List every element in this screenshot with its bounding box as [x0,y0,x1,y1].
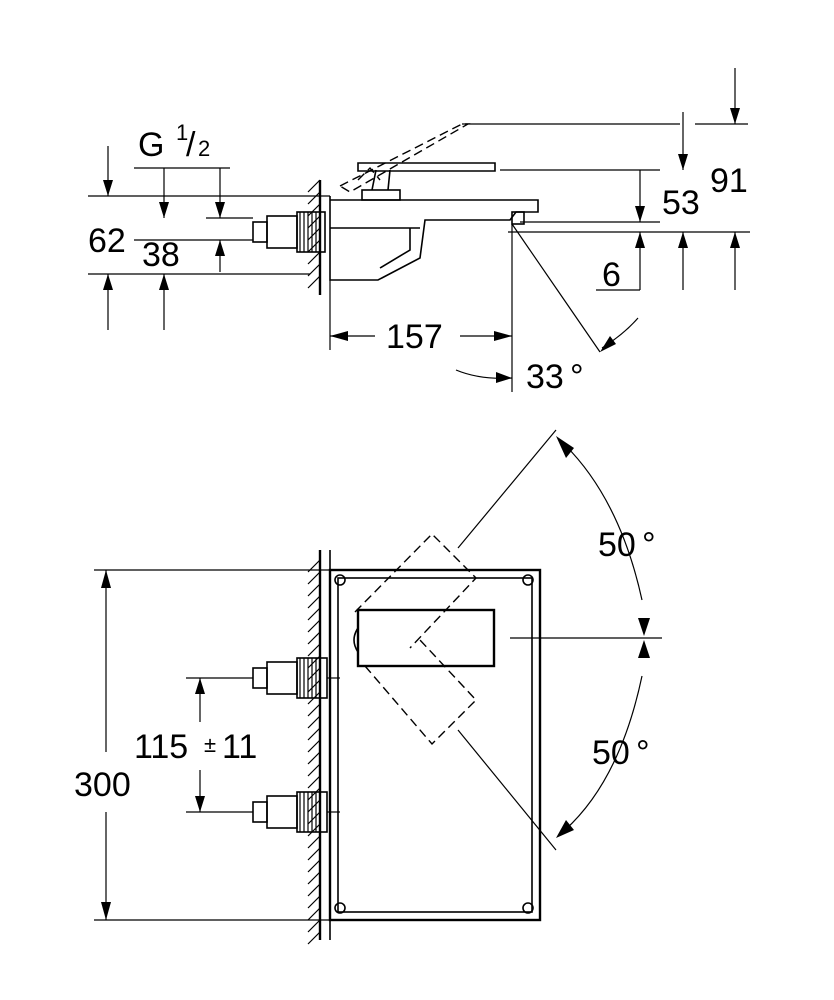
hatch-line [307,811,321,825]
thread-label-num: 1 [176,120,188,145]
rotation-arc-lower [556,640,650,838]
dim-91-arrows [730,68,740,290]
dim-62-arrows [103,146,113,330]
dim-157-arrows [329,224,513,392]
hatch-line [307,859,321,873]
hatch-line [307,847,321,861]
dim-53-arrows [678,112,688,290]
thread-label-prefix: G [138,126,164,164]
hatch-line [307,703,321,717]
dim-38-label: 38 [142,236,180,274]
hatch-line [307,919,321,933]
hatch-line [307,667,321,681]
dim-53-label: 53 [662,184,700,222]
dim-50-upper-label: 50 [598,526,636,564]
hatch-line [307,787,321,801]
hatch-line [307,907,321,921]
dim-300-arrows [94,569,330,921]
dim-angle-33 [455,223,639,383]
inlet-connector-top [252,211,326,253]
hatch-line [307,799,321,813]
ray-lower [457,729,557,851]
dim-50-lower-unit: ° [636,734,650,772]
inlet-connector-lower [252,791,328,833]
hatch-line [307,751,321,765]
hatch-line [307,679,321,693]
dim-157-label: 157 [386,318,443,356]
mixer-body-side [329,162,539,281]
dim-38-arrows [159,168,169,330]
hatch-line [307,775,321,789]
dim-33-unit: ° [570,358,584,396]
side-view: G 1 / 2 62 38 157 33 ° 6 53 91 [88,68,750,396]
wall-hatch-front [307,559,321,945]
dim-115-tol-sign: ± [204,732,216,757]
lever-open-dashed [338,123,471,193]
hatch-line [307,631,321,645]
hatch-line [307,595,321,609]
hatch-line [307,763,321,777]
hatch-line [307,583,321,597]
dim-300-label: 300 [74,766,131,804]
inlet-connector-upper [252,657,328,699]
lever-rotation-dashed [354,533,477,746]
hatch-line [307,571,321,585]
dim-50-lower-label: 50 [592,734,630,772]
hatch-line [307,871,321,885]
hatch-line [307,727,321,741]
front-view: 300 115 ± 11 50 ° 50 ° [74,429,662,945]
dim-33-label: 33 [526,358,564,396]
hatch-line [307,823,321,837]
dim-50-upper-unit: ° [642,526,656,564]
hatch-line [307,931,321,945]
hatch-line [307,643,321,657]
hatch-line [307,835,321,849]
hatch-line [307,715,321,729]
thread-label-den: 2 [198,136,210,161]
dim-91-label: 91 [710,162,748,200]
rotation-arc-upper [556,436,650,636]
thread-label-slash: / [186,126,196,164]
ray-upper [457,429,557,549]
dim-thread-arrows [215,168,225,272]
hatch-line [307,883,321,897]
dim-115-label: 115 [134,728,188,766]
dim-6-arrows [596,170,645,291]
hatch-line [307,607,321,621]
dim-115-tolerance: 11 [222,728,257,766]
mixer-plate-front [328,568,542,922]
dim-115-arrows [186,677,253,813]
dim-62-label: 62 [88,222,126,260]
hatch-line [307,619,321,633]
wall-hatch-top [307,179,321,289]
hatch-line [307,895,321,909]
dim-6-label: 6 [602,256,621,294]
hatch-line [307,739,321,753]
